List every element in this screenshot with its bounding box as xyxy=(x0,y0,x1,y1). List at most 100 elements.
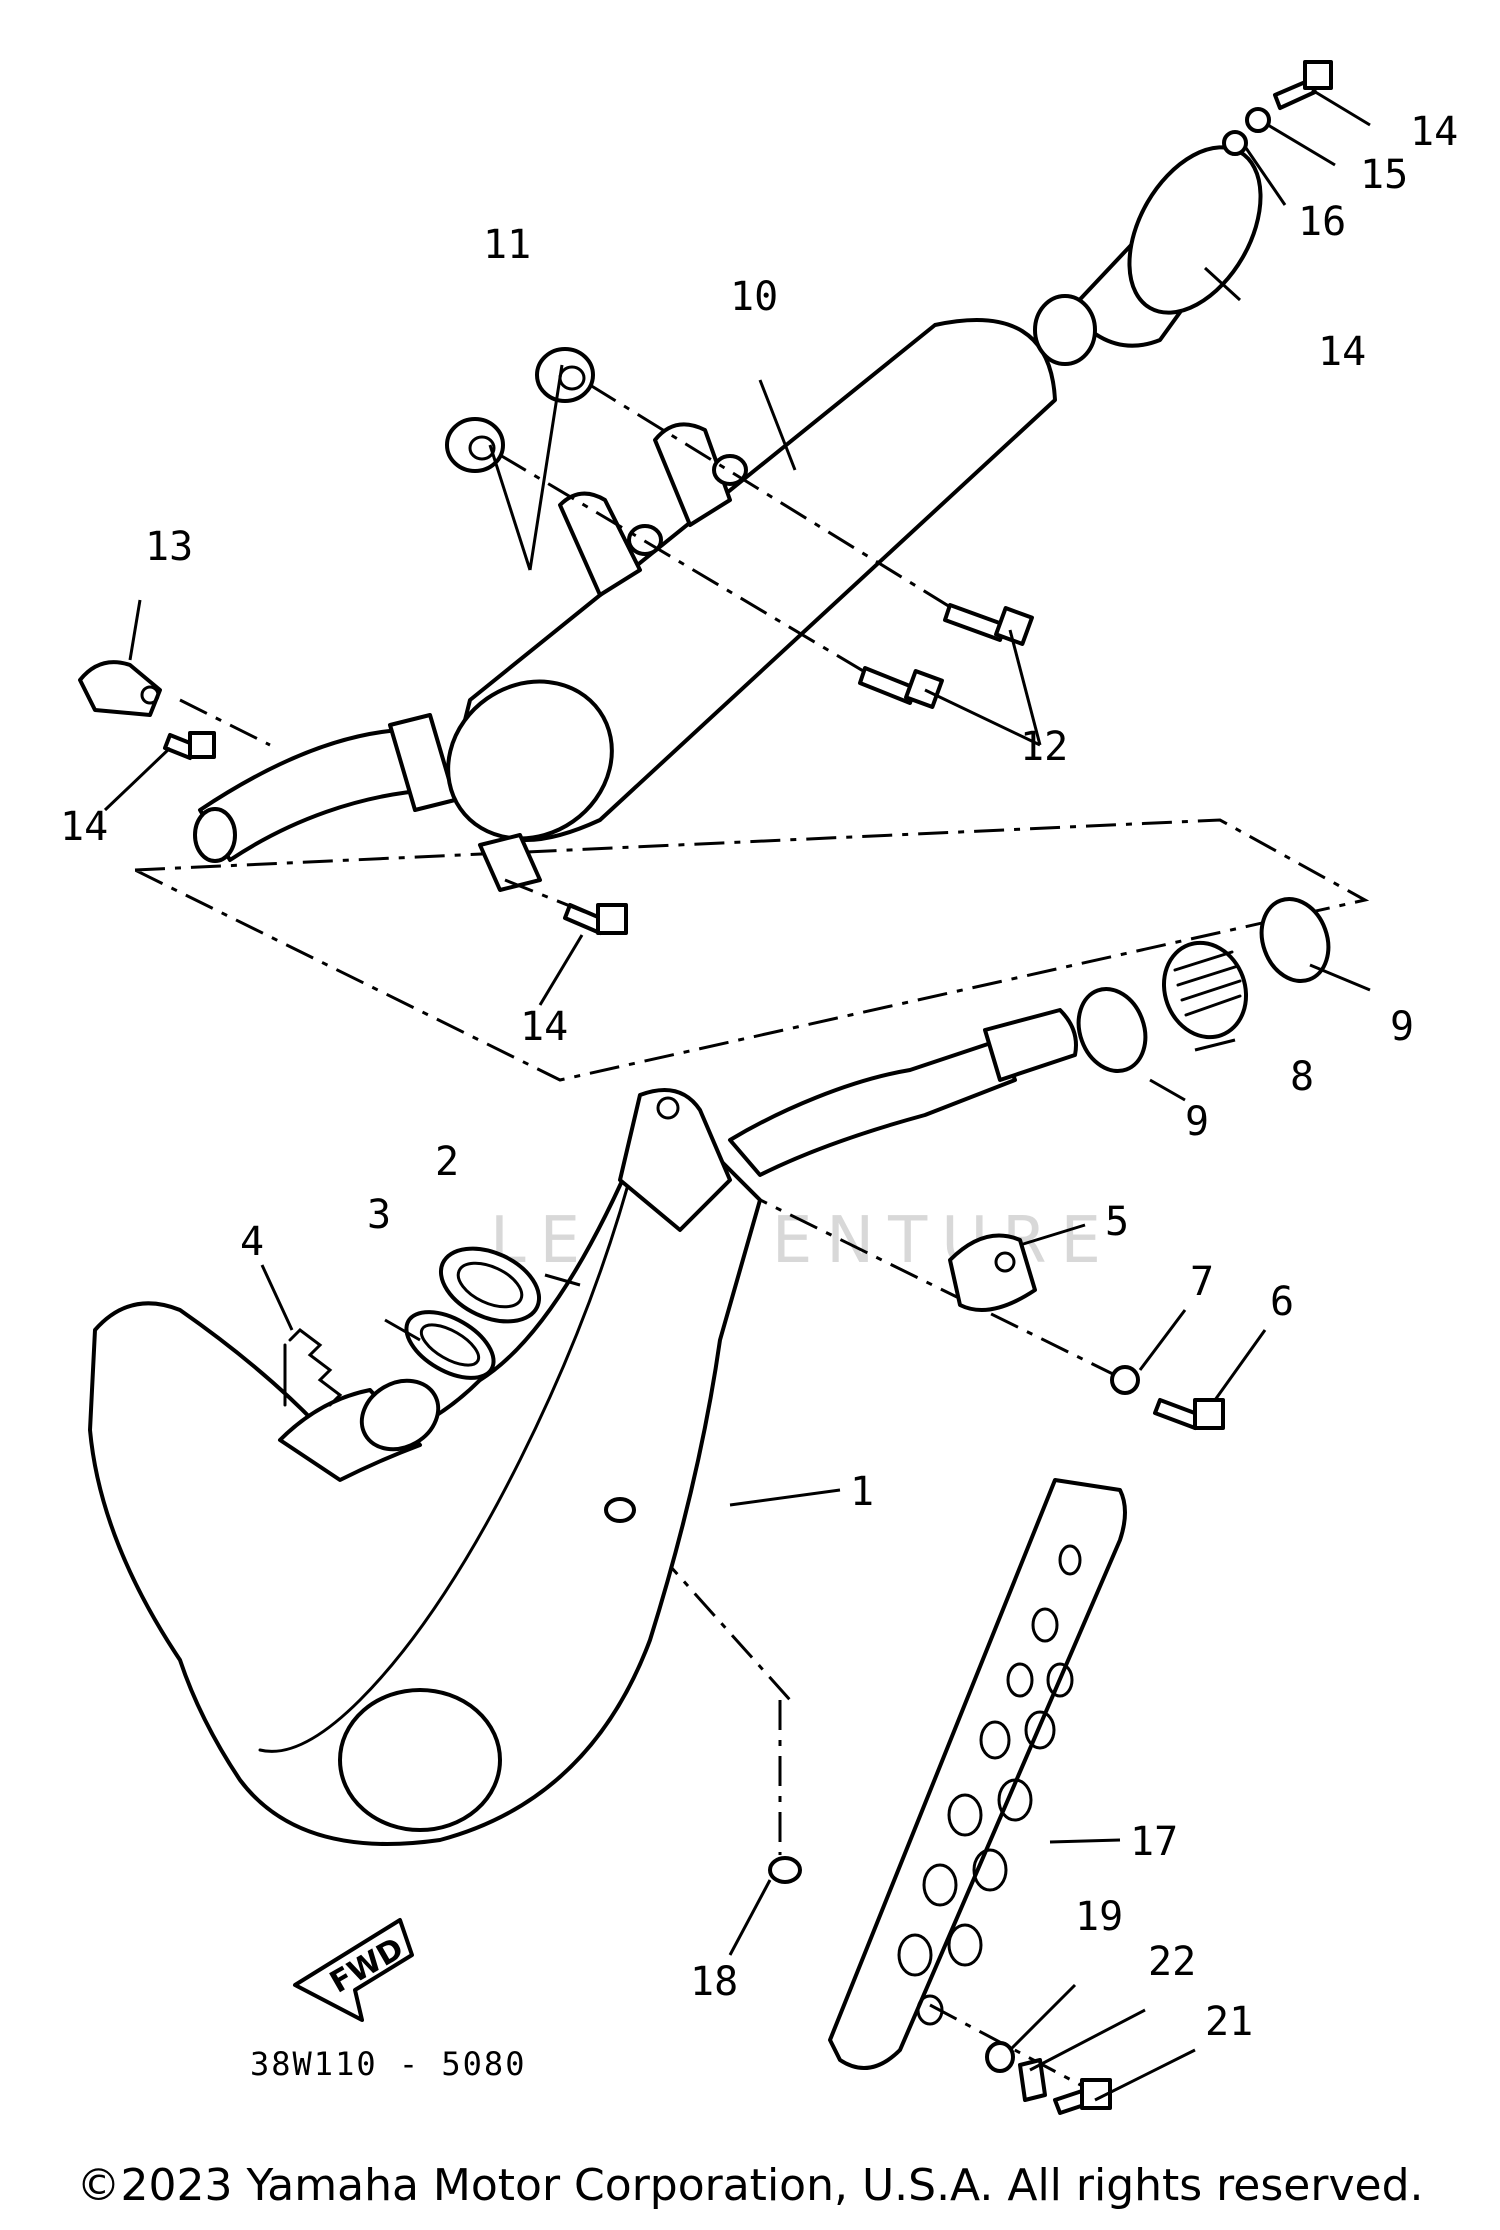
silencer-assembly xyxy=(78,60,1370,1082)
gasket-3 xyxy=(404,1310,496,1380)
bolt-14-lower-head xyxy=(596,903,628,935)
leader-12b xyxy=(924,688,1041,747)
callout-9a: 9 xyxy=(1185,1099,1209,1145)
leader-1 xyxy=(729,1488,841,1507)
bolt-12-lower xyxy=(858,666,917,705)
leader-20a xyxy=(728,1879,772,1956)
leader-22 xyxy=(1029,2008,1146,2072)
leader-19 xyxy=(1049,1838,1121,1844)
callout-18: 16 xyxy=(1298,199,1346,245)
silencer-end-cap xyxy=(446,679,614,841)
guard-hole-6 xyxy=(979,1720,1011,1760)
callout-7: 7 xyxy=(1190,1259,1214,1305)
callout-1: 1 xyxy=(850,1469,874,1515)
leader-6 xyxy=(1213,1329,1267,1401)
callout-9b: 9 xyxy=(1390,1004,1414,1050)
leader-11b xyxy=(528,364,564,571)
upper-bracket-hole xyxy=(656,1096,680,1120)
leader-2 xyxy=(544,1273,581,1287)
clamp-9-rear xyxy=(1259,897,1331,983)
heat-guard-19 xyxy=(828,1478,1127,2070)
callout-6: 6 xyxy=(1270,1279,1294,1325)
callout-20b: 19 xyxy=(1075,1894,1123,1940)
bolt-12-upper-head xyxy=(994,606,1034,646)
guard-hole-1 xyxy=(1058,1544,1082,1576)
guard-hole-7 xyxy=(997,1778,1033,1822)
bracket-13 xyxy=(78,660,162,717)
leader-14a xyxy=(103,746,172,812)
inlet-pipe-opening xyxy=(193,807,237,863)
callout-14a: 14 xyxy=(60,804,108,850)
leader-9b xyxy=(1309,963,1371,992)
bolt-6-head xyxy=(1193,1398,1225,1430)
guard-hole-9 xyxy=(972,1848,1008,1892)
bolt-14-upper-head xyxy=(188,731,216,759)
callout-4: 4 xyxy=(240,1219,264,1265)
guard-hole-5 xyxy=(1024,1710,1056,1750)
callout-20a: 18 xyxy=(690,1959,738,2005)
bracket-13-hole xyxy=(140,685,160,705)
washer-20-upper xyxy=(768,1856,802,1884)
grommet-lower-hole xyxy=(468,435,496,461)
callout-8: 8 xyxy=(1290,1054,1314,1100)
leader-21 xyxy=(1094,2048,1196,2102)
callout-10: 10 xyxy=(730,274,778,320)
guard-hole-3 xyxy=(1046,1662,1074,1698)
gasket-2 xyxy=(438,1246,542,1324)
silencer-lower-tab xyxy=(478,833,542,892)
callout-2: 2 xyxy=(435,1139,459,1185)
leader-16 xyxy=(1311,88,1371,127)
leader-lines xyxy=(103,88,1371,2102)
head-flange xyxy=(359,1378,441,1452)
inlet-collar xyxy=(388,713,457,812)
clamp-9-front xyxy=(1076,987,1148,1073)
leader-4 xyxy=(260,1264,294,1331)
washer-7 xyxy=(1110,1365,1140,1395)
gasket-2-inner xyxy=(456,1261,524,1309)
guard-hole-4 xyxy=(1006,1662,1034,1698)
group-boundary xyxy=(134,818,1370,1082)
assembly-line-11-upper xyxy=(589,383,956,612)
chamber-edge-line xyxy=(258,1138,642,1753)
damper-5-hole xyxy=(994,1251,1016,1273)
leader-14b xyxy=(538,934,584,1006)
leader-5 xyxy=(1019,1223,1086,1247)
leader-10 xyxy=(758,379,797,471)
washer-20-lower xyxy=(985,2041,1015,2073)
callout-5: 5 xyxy=(1105,1199,1129,1245)
fwd-arrow: FWD xyxy=(293,1918,414,2022)
guard-hole-8 xyxy=(947,1793,983,1837)
assembly-line-5 xyxy=(739,1188,1126,1382)
callouts: 11 10 14 15 16 14 13 12 14 14 9 8 9 2 5 … xyxy=(60,109,1458,2045)
bolt-12-lower-head xyxy=(904,669,944,709)
guard-hole-13 xyxy=(916,1994,944,2026)
joint-8 xyxy=(1161,940,1249,1040)
spring-4 xyxy=(288,1328,343,1407)
callout-17: 15 xyxy=(1360,152,1408,198)
callout-21: 21 xyxy=(1205,1999,1253,2045)
tail-cap-outlet xyxy=(1033,294,1097,366)
guard-hole-2 xyxy=(1031,1607,1059,1643)
leader-20b xyxy=(1008,1983,1077,2052)
part-code: 38W110 - 5080 xyxy=(250,2045,526,2083)
copyright-notice: ©2023 Yamaha Motor Corporation, U.S.A. A… xyxy=(76,2160,1424,2211)
exhaust-outlet-pipe xyxy=(728,1038,1017,1177)
leader-15 xyxy=(1203,266,1242,302)
chamber-bend xyxy=(338,1688,502,1832)
callout-16: 14 xyxy=(1410,109,1458,155)
leader-11a xyxy=(488,444,532,571)
leader-18 xyxy=(1244,147,1287,206)
washer-17 xyxy=(1245,107,1271,133)
gasket-3-inner xyxy=(419,1323,481,1367)
fwd-arrow-shape xyxy=(293,1918,414,2022)
assembly-line-14-lower xyxy=(504,878,586,914)
callout-19: 17 xyxy=(1130,1819,1178,1865)
callout-11: 11 xyxy=(483,222,531,268)
exhaust-pipe-assembly xyxy=(88,897,1331,1846)
leader-9a xyxy=(1149,1078,1186,1102)
leader-13 xyxy=(128,599,142,661)
assembly-line-11-lower xyxy=(499,453,871,677)
callout-14b: 14 xyxy=(520,1004,568,1050)
leader-17 xyxy=(1267,123,1336,167)
